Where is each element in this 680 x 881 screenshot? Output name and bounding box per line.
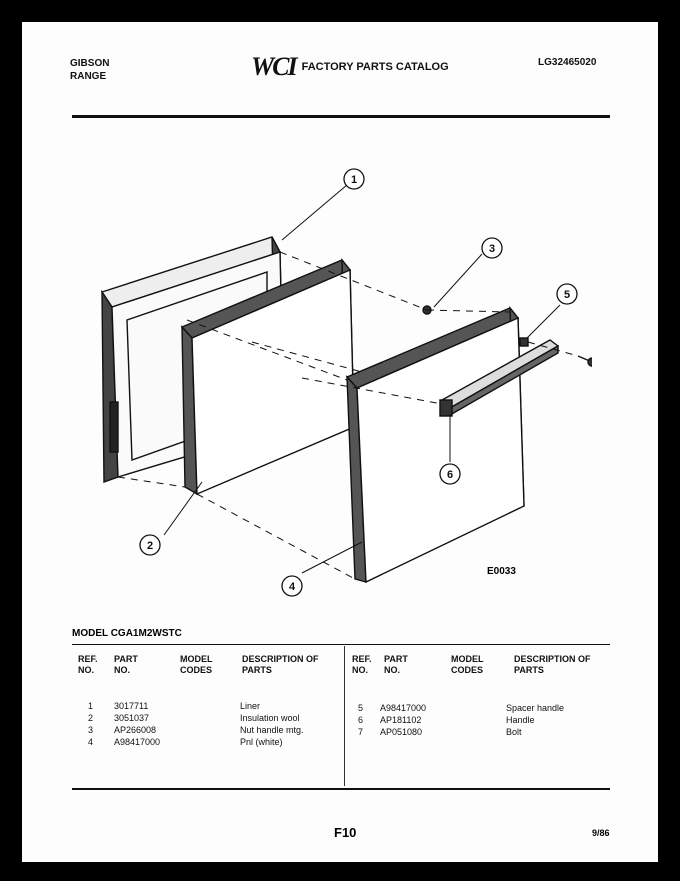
header-rule <box>72 115 610 118</box>
row3-desc: Nut handle mtg. <box>240 725 304 735</box>
row4-desc: Pnl (white) <box>240 737 283 747</box>
product-type: RANGE <box>70 71 107 82</box>
callout-3 <box>481 237 503 259</box>
row5-part: A98417000 <box>380 703 427 713</box>
col-part-no: PART NO. <box>114 654 138 675</box>
col-model-codes-right: MODEL CODES <box>451 654 484 675</box>
wci-logo: WCI <box>251 52 298 81</box>
exploded-door-diagram: 1 2 3 4 5 6 7 <box>100 168 592 597</box>
footer-rule <box>72 788 610 790</box>
callout-2 <box>139 534 161 556</box>
callout-label-4: 4 <box>289 581 296 593</box>
callout-label-5: 5 <box>564 289 570 301</box>
bolt-part <box>577 355 592 367</box>
col-part-no-right: PART NO. <box>384 654 408 675</box>
row2-part: 3051037 <box>114 713 150 723</box>
row2-ref: 2 <box>88 713 94 723</box>
callout-1 <box>343 168 365 190</box>
row6-part: AP181102 <box>380 715 422 725</box>
row4-ref: 4 <box>88 737 94 747</box>
insulation-part <box>180 257 355 496</box>
callout-label-3: 3 <box>489 243 495 255</box>
col-description: DESCRIPTION OF PARTS <box>242 654 319 675</box>
table-top-rule <box>72 644 610 645</box>
catalog-header: WCI FACTORY PARTS CATALOG <box>251 52 449 82</box>
callout-label-6: 6 <box>447 469 453 481</box>
spacer-part <box>519 337 529 347</box>
table-divider <box>344 646 345 786</box>
panel-part <box>345 305 525 584</box>
parts-catalog-page: GIBSON RANGE WCI FACTORY PARTS CATALOG L… <box>22 22 658 862</box>
row5-desc: Spacer handle <box>506 703 565 713</box>
col-ref-no: REF. NO. <box>78 654 98 675</box>
row1-ref: 1 <box>88 701 94 711</box>
col-ref-no-right: REF. NO. <box>352 654 372 675</box>
row7-ref: 7 <box>358 727 364 737</box>
row4-part: A98417000 <box>114 737 161 747</box>
diagram-code: E0033 <box>487 566 516 577</box>
callout-5 <box>556 283 578 305</box>
revision-date: 9/86 <box>592 828 610 838</box>
model-line: MODEL CGA1M2WSTC <box>72 628 182 639</box>
brand-name: GIBSON <box>70 58 110 69</box>
callout-label-1: 1 <box>351 174 357 186</box>
row3-ref: 3 <box>88 725 94 735</box>
callout-4 <box>281 575 303 597</box>
row6-ref: 6 <box>358 715 364 725</box>
row7-part: AP051080 <box>380 727 423 737</box>
row5-ref: 5 <box>358 703 364 713</box>
document-number: LG32465020 <box>538 57 597 68</box>
col-description-right: DESCRIPTION OF PARTS <box>514 654 591 675</box>
brand-block: GIBSON RANGE <box>70 57 109 83</box>
row7-desc: Bolt <box>506 727 522 737</box>
row6-desc: Handle <box>506 715 535 725</box>
callout-6 <box>439 463 461 485</box>
callout-group <box>139 168 578 597</box>
page-number: F10 <box>334 825 357 840</box>
row1-desc: Liner <box>240 701 261 711</box>
handle-part <box>439 339 560 417</box>
catalog-title: FACTORY PARTS CATALOG <box>301 61 449 73</box>
row3-part: AP266008 <box>114 725 157 735</box>
col-model-codes: MODEL CODES <box>180 654 213 675</box>
row1-part: 3017711 <box>114 701 149 711</box>
row2-desc: Insulation wool <box>240 713 300 723</box>
callout-label-2: 2 <box>147 540 153 552</box>
